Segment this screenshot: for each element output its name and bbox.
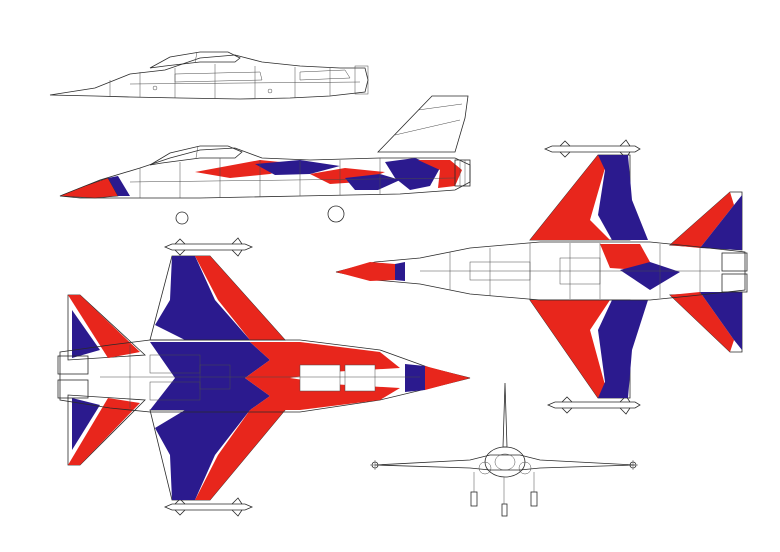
nose-wheel	[175, 211, 189, 225]
bottom-view-wing-upper-blue	[155, 256, 250, 340]
front-view	[370, 382, 638, 517]
top-view-center-swoosh-blue	[620, 262, 680, 290]
bottom-view-nose-red	[425, 366, 470, 390]
side-view-lower-nose-blue	[108, 176, 130, 196]
side-view-upper-fuselage	[49, 54, 369, 100]
top-view-wing-upper-red	[530, 155, 610, 240]
front-view-nose-gear	[501, 503, 508, 517]
top-view-wingtip-missile-upper	[543, 139, 641, 159]
front-view-main-gear-left	[470, 491, 478, 507]
bottom-view-wingtip-missile-upper	[163, 237, 254, 257]
bottom-view-nose-blue	[405, 364, 425, 392]
side-view-upper	[49, 51, 369, 100]
top-view-nose-red	[336, 262, 395, 281]
side-view-lower-tail-red	[418, 160, 462, 188]
top-view-wing-upper-blue	[598, 155, 648, 240]
bottom-view-wing-lower-blue	[155, 410, 250, 500]
top-view-wing-lower-red	[530, 300, 610, 398]
top-view-nose-blue	[395, 262, 405, 281]
top-view-center-swoosh-red	[600, 244, 650, 270]
bottom-view-wing-lower-red	[195, 410, 285, 500]
bottom-view-belly-blue	[150, 342, 270, 410]
top-view-wingtip-missile-lower	[546, 395, 641, 415]
top-view	[335, 139, 748, 415]
top-view-wing-lower-blue	[598, 300, 648, 398]
side-view-upper-canopy	[149, 51, 241, 69]
side-view-lower-fin	[377, 95, 469, 153]
front-view-wings	[374, 454, 636, 471]
bottom-view-belly-red	[245, 342, 400, 410]
bottom-view-wing-upper-red	[195, 256, 285, 340]
side-view-lower-canopy	[149, 145, 243, 166]
side-view-lower-tail-blue	[385, 158, 440, 190]
main-wheel	[327, 205, 345, 223]
front-view-fin	[502, 382, 508, 448]
bottom-view-wingtip-missile-lower	[163, 497, 254, 517]
side-view-lower-nose-red	[59, 177, 119, 199]
side-view-lower-fuselage	[59, 147, 471, 199]
side-view-lower-swoosh-red-2	[310, 168, 385, 184]
side-view-lower-swoosh-blue-2	[345, 174, 400, 190]
bottom-view	[57, 237, 471, 517]
front-view-main-gear-right	[530, 491, 538, 507]
side-view-lower-swoosh-blue-1	[255, 160, 340, 175]
side-view-lower	[59, 95, 471, 225]
front-view-fuselage	[484, 446, 526, 478]
